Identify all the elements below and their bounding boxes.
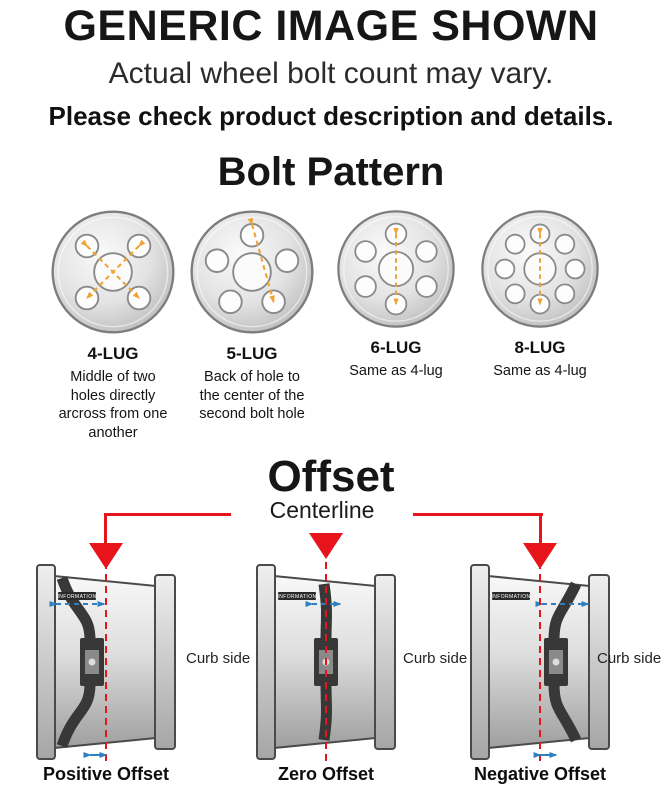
page-title: GENERIC IMAGE SHOWN bbox=[63, 2, 599, 50]
page-note: Please check product description and det… bbox=[48, 101, 614, 131]
wheel-cross-section-negative: INFORMATION bbox=[470, 562, 610, 762]
curb-side-label-zero: Curb side bbox=[403, 650, 468, 667]
centerline-label: Centerline bbox=[231, 497, 413, 524]
lug-description-5: Back of hole to the center of the second… bbox=[199, 369, 305, 423]
offset-title: Offset bbox=[267, 452, 395, 501]
wheel-5lug-icon bbox=[190, 210, 314, 334]
page-subtitle: Actual wheel bolt count may vary. bbox=[108, 57, 554, 90]
wheel-cross-section-zero: INFORMATION bbox=[256, 562, 396, 762]
lug-label-5: 5-LUG bbox=[226, 344, 278, 363]
centerline-arrow-middle-icon bbox=[309, 533, 343, 559]
offset-label-zero: Zero Offset bbox=[277, 764, 374, 784]
bolt-pattern-title: Bolt Pattern bbox=[217, 150, 445, 194]
lug-description-4: Middle of two holes directly arcross fro… bbox=[58, 369, 168, 441]
lug-label-8: 8-LUG bbox=[514, 338, 566, 357]
centerline-arrow-right-icon bbox=[523, 543, 557, 569]
lug-label-4: 4-LUG bbox=[87, 344, 139, 363]
bolt-pattern-item-6lug: 6-LUG Same as 4-lug bbox=[321, 206, 471, 381]
rim-stamp-text: INFORMATION bbox=[277, 594, 316, 600]
wheel-6lug-icon bbox=[337, 210, 455, 328]
wheel-8lug-icon bbox=[481, 210, 599, 328]
rim-stamp-text: INFORMATION bbox=[57, 594, 96, 600]
lug-description-6: Same as 4-lug bbox=[349, 363, 443, 379]
bolt-pattern-item-8lug: 8-LUG Same as 4-lug bbox=[465, 206, 615, 381]
centerline-drop-left bbox=[104, 513, 107, 545]
centerline-arrow-left-icon bbox=[89, 543, 123, 569]
bolt-pattern-item-4lug: 4-LUG Middle of two holes directly arcro… bbox=[38, 206, 188, 442]
offset-label-positive: Positive Offset bbox=[42, 764, 170, 784]
bolt-pattern-item-5lug: 5-LUG Back of hole to the center of the … bbox=[177, 206, 327, 424]
centerline-drop-right bbox=[539, 513, 542, 545]
offset-label-negative: Negative Offset bbox=[473, 764, 607, 784]
wheel-4lug-icon bbox=[51, 210, 175, 334]
lug-description-8: Same as 4-lug bbox=[493, 363, 587, 379]
wheel-cross-section-positive: INFORMATION bbox=[36, 562, 176, 762]
lug-label-6: 6-LUG bbox=[370, 338, 422, 357]
rim-stamp-text: INFORMATION bbox=[491, 594, 530, 600]
curb-side-label-positive: Curb side bbox=[186, 650, 251, 667]
curb-side-label-negative: Curb side bbox=[597, 650, 662, 667]
